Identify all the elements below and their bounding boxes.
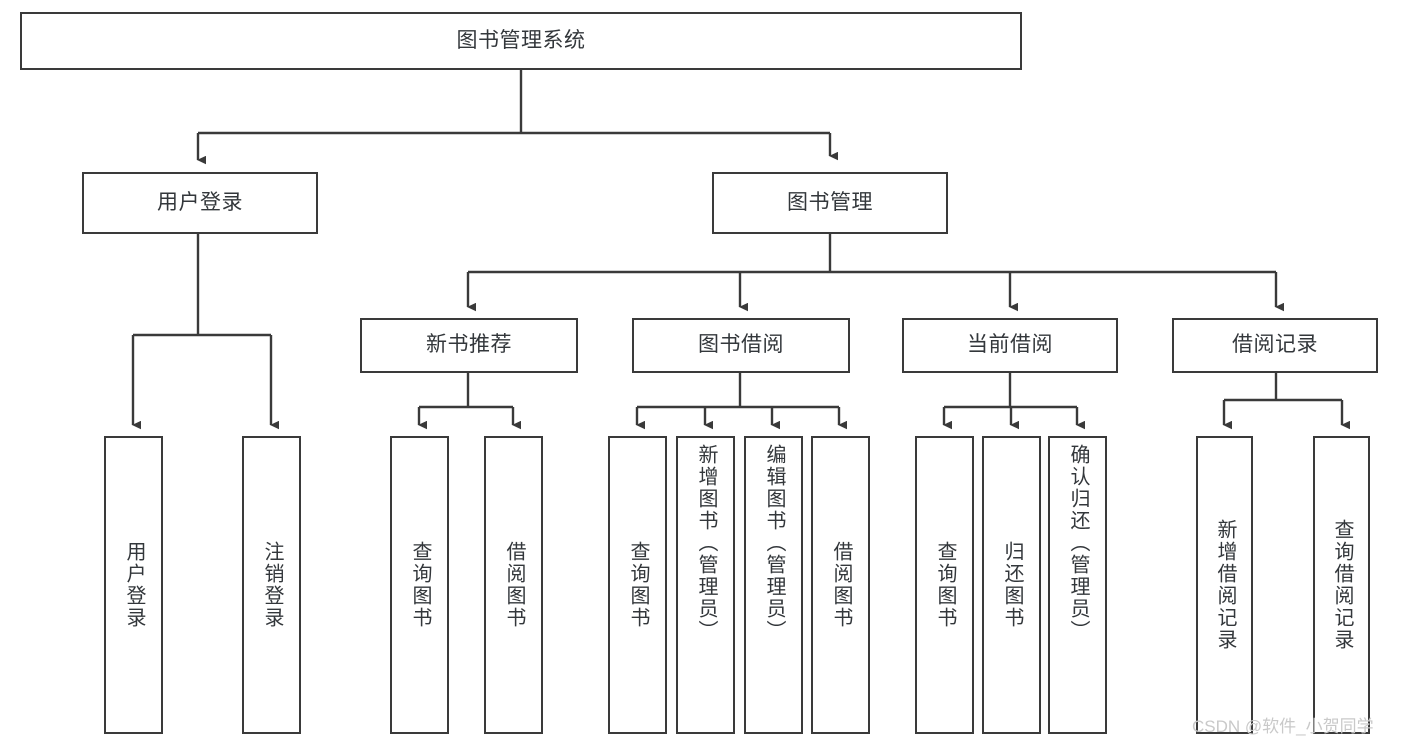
node-leaf-user-login-label: 用户登录: [123, 541, 145, 629]
node-leaf-borrow-book-2[interactable]: 借阅图书: [811, 436, 870, 734]
watermark-label: CSDN @软件_小贺同学: [1192, 717, 1374, 736]
node-user-login-label: 用户登录: [157, 190, 243, 214]
node-leaf-borrow-book-2-label: 借阅图书: [830, 541, 852, 629]
node-current-borrow-label: 当前借阅: [967, 333, 1053, 357]
node-leaf-add-record-label: 新增借阅记录: [1214, 519, 1236, 651]
node-book-management[interactable]: 图书管理: [712, 172, 948, 234]
node-leaf-query-record-label: 查询借阅记录: [1331, 519, 1353, 651]
node-book-management-label: 图书管理: [787, 190, 873, 214]
node-new-book-recommend[interactable]: 新书推荐: [360, 318, 578, 373]
node-current-borrow[interactable]: 当前借阅: [902, 318, 1118, 373]
node-leaf-return-book[interactable]: 归还图书: [982, 436, 1041, 734]
node-leaf-borrow-book-1-label: 借阅图书: [503, 541, 525, 629]
node-leaf-add-record[interactable]: 新增借阅记录: [1196, 436, 1253, 734]
node-root-label: 图书管理系统: [456, 28, 586, 52]
node-leaf-query-book-2[interactable]: 查询图书: [608, 436, 667, 734]
node-borrow-record-label: 借阅记录: [1232, 333, 1318, 357]
node-leaf-query-book-2-label: 查询图书: [627, 541, 649, 629]
node-leaf-confirm-return[interactable]: 确认归还（管理员）: [1048, 436, 1107, 734]
node-leaf-add-book-label: 新增图书（管理员）: [695, 444, 717, 642]
node-leaf-return-book-label: 归还图书: [1001, 541, 1023, 629]
node-book-borrow[interactable]: 图书借阅: [632, 318, 850, 373]
node-root[interactable]: 图书管理系统: [20, 12, 1022, 70]
node-leaf-add-book[interactable]: 新增图书（管理员）: [676, 436, 735, 734]
node-new-book-recommend-label: 新书推荐: [426, 333, 512, 357]
node-leaf-query-book-1-label: 查询图书: [409, 541, 431, 629]
node-leaf-edit-book[interactable]: 编辑图书（管理员）: [744, 436, 803, 734]
node-leaf-query-book-1[interactable]: 查询图书: [390, 436, 449, 734]
node-leaf-confirm-return-label: 确认归还（管理员）: [1067, 444, 1089, 642]
node-leaf-user-login[interactable]: 用户登录: [104, 436, 163, 734]
node-user-login[interactable]: 用户登录: [82, 172, 318, 234]
node-leaf-query-record[interactable]: 查询借阅记录: [1313, 436, 1370, 734]
node-borrow-record[interactable]: 借阅记录: [1172, 318, 1378, 373]
node-leaf-query-book-3-label: 查询图书: [934, 541, 956, 629]
node-leaf-user-logout[interactable]: 注销登录: [242, 436, 301, 734]
node-leaf-user-logout-label: 注销登录: [261, 541, 283, 629]
node-book-borrow-label: 图书借阅: [698, 333, 784, 357]
node-leaf-query-book-3[interactable]: 查询图书: [915, 436, 974, 734]
node-leaf-edit-book-label: 编辑图书（管理员）: [763, 444, 785, 642]
node-leaf-borrow-book-1[interactable]: 借阅图书: [484, 436, 543, 734]
